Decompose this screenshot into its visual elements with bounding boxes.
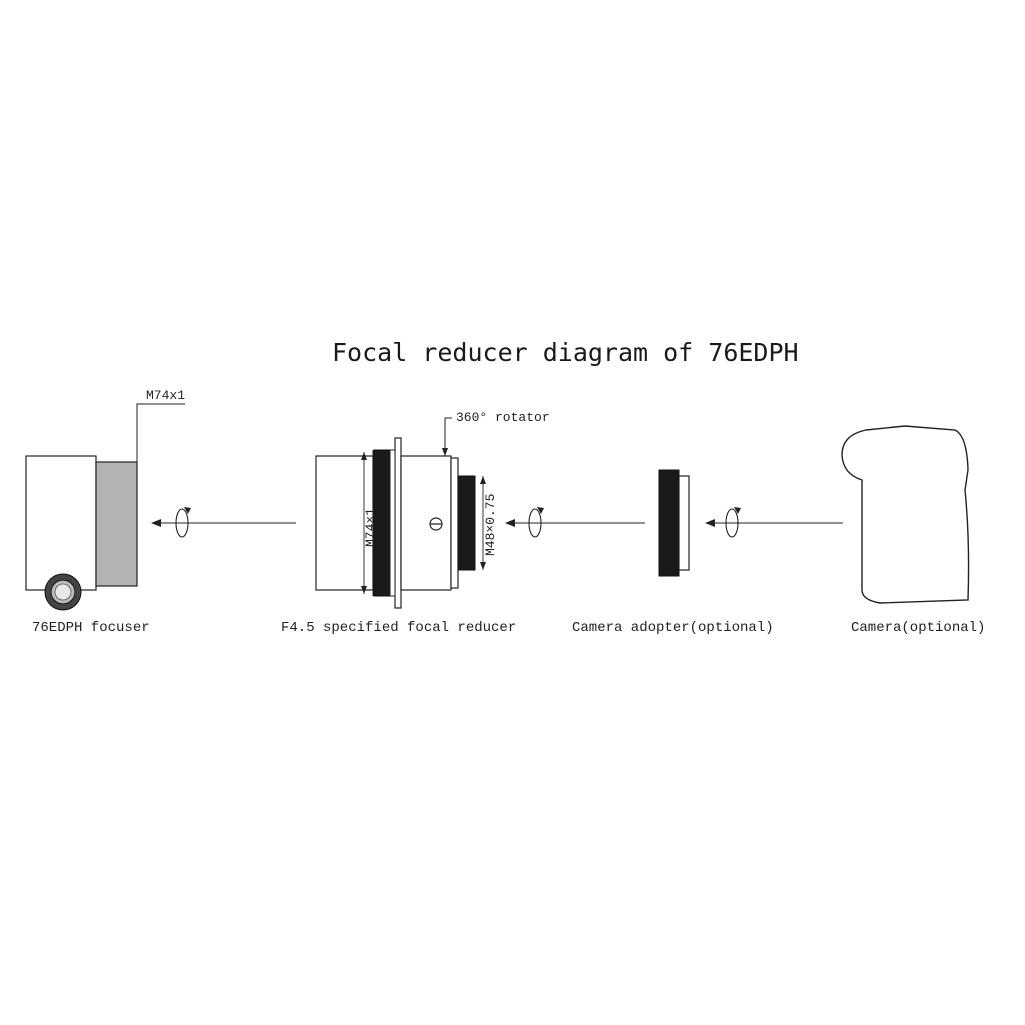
focuser-label: 76EDPH focuser [32,620,150,636]
camera-part [841,425,970,604]
arrow-left-icon [705,519,715,527]
reducer-rear-thread-label: M48×0.75 [483,494,498,556]
reducer-label: F4.5 specified focal reducer [281,620,517,636]
rotation-icon [528,507,544,538]
lock-screw-icon [429,517,443,531]
reducer-front-thread-label: M74×1 [363,508,378,547]
arrow-reducer-to-focuser [151,507,296,538]
camera-label: Camera(optional) [851,620,986,636]
arrow-adapter-to-reducer [505,507,645,538]
rotation-icon [175,507,191,538]
reducer-part: M74×1 M48×0.75 360° rotator [315,410,550,609]
camera-body-icon [841,425,970,604]
adapter-label: Camera adopter(optional) [572,620,774,636]
rotator-label: 360° rotator [456,410,550,425]
focuser-thread-label: M74x1 [146,388,185,403]
focuser-part: M74x1 [25,388,185,611]
focus-knob-icon [44,573,82,611]
arrow-left-icon [151,519,161,527]
rotation-icon [725,507,741,538]
arrow-camera-to-adapter [705,507,843,538]
arrow-left-icon [505,519,515,527]
rotator-leader [444,417,452,456]
adapter-part [658,469,690,577]
focuser-thread-leader [136,403,185,462]
diagram-title: Focal reducer diagram of 76EDPH [332,338,799,367]
